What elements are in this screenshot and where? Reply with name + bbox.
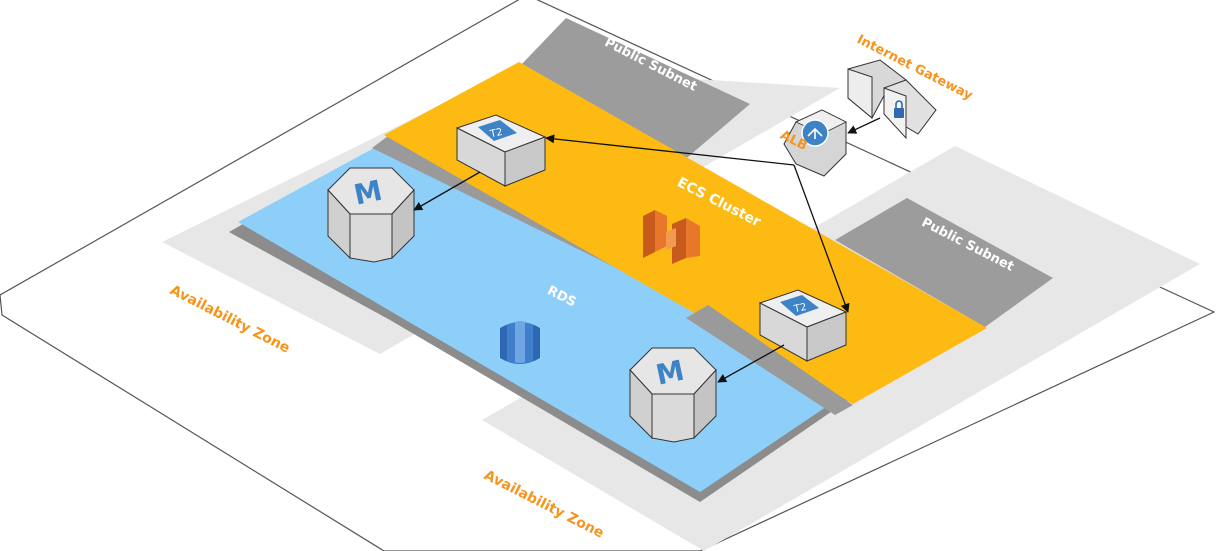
- public-subnet-top: [519, 18, 750, 162]
- ec2-t2-instance-top: [455, 114, 547, 187]
- t2-bottom-label: T2: [792, 302, 807, 316]
- arrow-alb-to-t2-bottom: [793, 164, 850, 313]
- public-subnet-right: [835, 198, 1053, 327]
- t2-top-label: T2: [488, 127, 503, 141]
- m-bottom-label: M: [653, 354, 687, 392]
- arrow-alb-to-t2-top: [545, 134, 795, 166]
- subnet-divider-bottom: [686, 305, 853, 415]
- arrow-igw-to-alb: [847, 117, 881, 134]
- rds-m-instance-bottom: [629, 347, 717, 443]
- m-top-label: M: [351, 174, 385, 212]
- arrow-t2-bottom-to-m-bottom: [717, 344, 785, 383]
- load-balancer-icon: [783, 109, 847, 177]
- rds-m-instance-top: [327, 167, 415, 263]
- arrow-t2-top-to-m-top: [413, 171, 481, 211]
- ec2-t2-instance-bottom: [758, 289, 848, 362]
- internet-gateway-icon: [847, 59, 937, 140]
- rds-database-icon: [500, 321, 540, 364]
- ecs-icon: [643, 210, 700, 264]
